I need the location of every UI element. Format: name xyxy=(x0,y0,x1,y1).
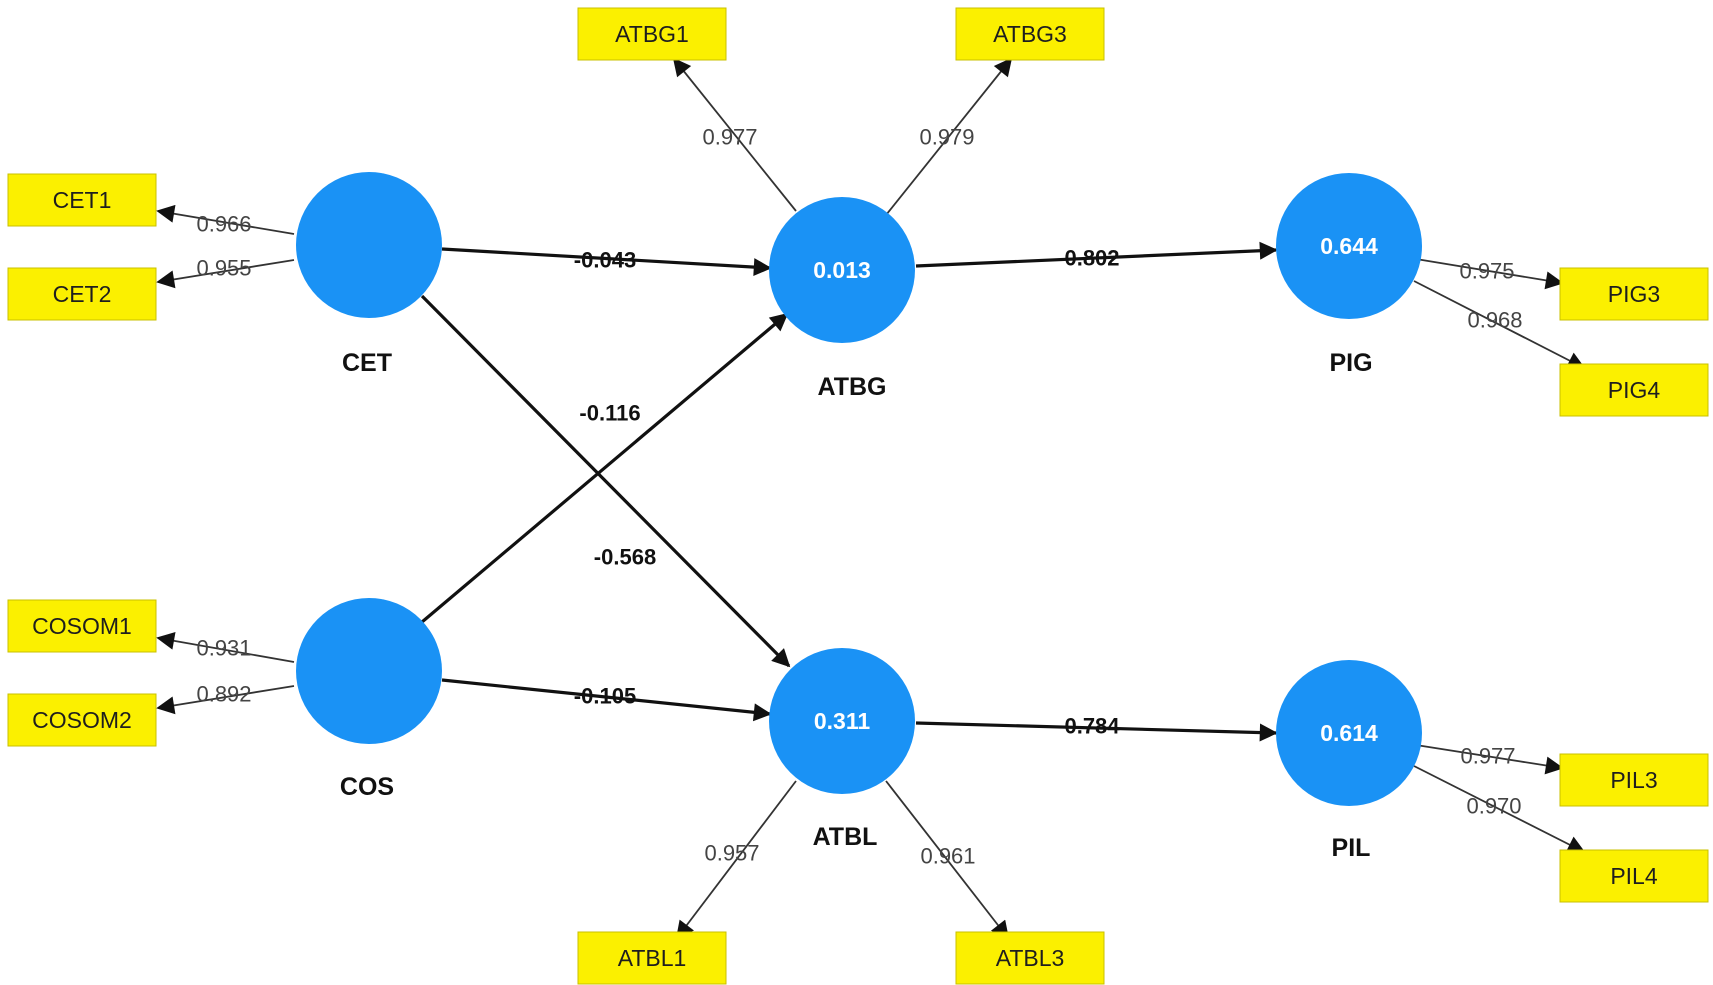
loading-pil3: 0.977 xyxy=(1460,744,1515,769)
indicator-atbg3-label: ATBG3 xyxy=(993,21,1067,47)
loading-pil4: 0.970 xyxy=(1466,794,1521,819)
path-coef-cet-atbg: -0.043 xyxy=(574,248,636,273)
path-arrow-atbl-pil xyxy=(915,721,1278,742)
loading-arrow-pig3 xyxy=(1415,258,1564,290)
loading-cosom2: 0.892 xyxy=(196,682,251,707)
construct-atbl-r2: 0.311 xyxy=(814,708,870,734)
indicator-pil4[interactable]: PIL4 xyxy=(1559,849,1709,903)
loading-atbg3: 0.979 xyxy=(919,125,974,150)
indicator-cosom2-label: COSOM2 xyxy=(32,707,132,733)
indicator-cet1[interactable]: CET1 xyxy=(7,173,157,227)
indicator-cosom1-label: COSOM1 xyxy=(32,613,132,639)
path-arrow-cet-atbg xyxy=(441,247,772,277)
path-coef-atbl-pil: 0.784 xyxy=(1064,714,1120,739)
loading-arrow-atbl1 xyxy=(675,780,797,940)
indicator-atbg1-label: ATBG1 xyxy=(615,21,689,47)
loading-arrow-cet2 xyxy=(156,259,295,289)
construct-atbg-r2: 0.013 xyxy=(813,257,871,283)
construct-pig[interactable]: 0.644 xyxy=(1276,173,1422,319)
indicator-cosom2[interactable]: COSOM2 xyxy=(7,693,157,747)
construct-cet[interactable] xyxy=(296,172,442,318)
construct-atbl-label: ATBL xyxy=(813,823,878,851)
indicator-cet1-label: CET1 xyxy=(53,187,112,213)
loading-cet1: 0.966 xyxy=(196,212,251,237)
construct-pig-label: PIG xyxy=(1329,349,1372,377)
indicator-pil3[interactable]: PIL3 xyxy=(1559,753,1709,807)
indicator-pig3[interactable]: PIG3 xyxy=(1559,267,1709,321)
loading-pig4: 0.968 xyxy=(1467,308,1522,333)
indicator-pil3-label: PIL3 xyxy=(1610,767,1657,793)
indicator-atbl1-label: ATBL1 xyxy=(618,945,687,971)
loading-arrow-cosom2 xyxy=(156,685,295,715)
indicator-atbl3-label: ATBL3 xyxy=(996,945,1065,971)
loading-atbl3: 0.961 xyxy=(920,844,975,869)
construct-pil-r2: 0.614 xyxy=(1320,720,1378,746)
construct-atbg-label: ATBG xyxy=(818,373,887,401)
indicator-atbg3[interactable]: ATBG3 xyxy=(955,7,1105,61)
loading-arrow-atbg1 xyxy=(672,57,797,212)
indicator-pig4-label: PIG4 xyxy=(1608,377,1661,403)
indicator-atbg1[interactable]: ATBG1 xyxy=(577,7,727,61)
loading-arrow-pil4 xyxy=(1413,765,1586,853)
indicator-cosom1[interactable]: COSOM1 xyxy=(7,599,157,653)
construct-cos[interactable] xyxy=(296,598,442,744)
path-arrow-cet-atbl xyxy=(420,294,791,668)
indicator-cet2[interactable]: CET2 xyxy=(7,267,157,321)
loading-pig3: 0.975 xyxy=(1459,259,1514,284)
path-arrow-atbg-pig xyxy=(915,241,1278,268)
indicator-pig4[interactable]: PIG4 xyxy=(1559,363,1709,417)
loading-arrow-pig4 xyxy=(1413,280,1586,369)
loading-arrow-cosom1 xyxy=(156,631,295,663)
construct-atbl[interactable]: 0.311 xyxy=(769,648,915,794)
construct-atbg[interactable]: 0.013 xyxy=(769,197,915,343)
construct-pil-label: PIL xyxy=(1332,834,1371,862)
construct-pil[interactable]: 0.614 xyxy=(1276,660,1422,806)
path-arrow-cos-atbl xyxy=(441,678,772,722)
indicator-pig3-label: PIG3 xyxy=(1608,281,1660,307)
loading-arrow-atbg3 xyxy=(885,57,1013,216)
loading-cet2: 0.955 xyxy=(196,256,251,281)
path-coef-cet-atbl: -0.568 xyxy=(594,545,656,570)
loading-arrow-atbl3 xyxy=(885,780,1010,940)
construct-cet-label: CET xyxy=(342,349,392,377)
construct-cos-label: COS xyxy=(340,773,394,801)
indicator-atbl1[interactable]: ATBL1 xyxy=(577,931,727,985)
loading-atbl1: 0.957 xyxy=(704,841,759,866)
indicator-cet2-label: CET2 xyxy=(53,281,112,307)
construct-pig-r2: 0.644 xyxy=(1320,233,1378,259)
path-coef-cos-atbg: -0.116 xyxy=(579,401,640,426)
loading-atbg1: 0.977 xyxy=(702,125,757,150)
loading-cosom1: 0.931 xyxy=(196,636,251,661)
path-arrow-cos-atbg xyxy=(420,312,789,624)
indicator-pil4-label: PIL4 xyxy=(1610,863,1658,889)
path-coef-cos-atbl: -0.105 xyxy=(574,684,636,709)
indicator-atbl3[interactable]: ATBL3 xyxy=(955,931,1105,985)
path-coef-atbg-pig: 0.802 xyxy=(1064,246,1119,271)
loading-arrow-cet1 xyxy=(156,204,295,235)
loading-arrow-pil3 xyxy=(1415,744,1564,775)
